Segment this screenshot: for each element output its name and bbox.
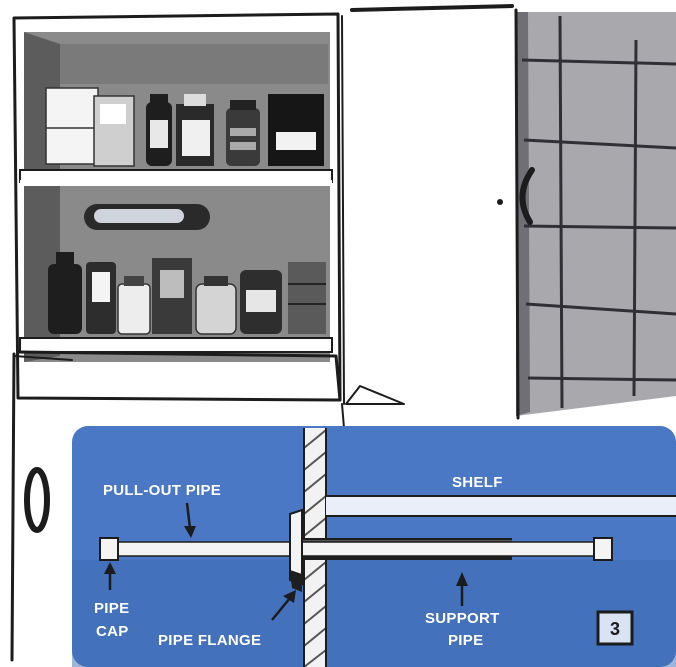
- shelf-board: [326, 496, 676, 516]
- pipe-detail-inset: PULL-OUT PIPE SHELF PIPE CAP PIPE FLANGE…: [72, 426, 676, 667]
- label-pipe-cap-line1: PIPE: [94, 600, 129, 617]
- pull-out-pipe: [112, 542, 602, 556]
- figure-number: 3: [610, 619, 620, 639]
- medicine-cabinet: [14, 14, 340, 400]
- label-pipe-cap-line2: CAP: [96, 623, 129, 640]
- cabinet-door: [342, 6, 512, 404]
- label-support-pipe-line1: SUPPORT: [425, 610, 500, 627]
- label-pipe-flange: PIPE FLANGE: [158, 632, 261, 649]
- label-shelf: SHELF: [452, 474, 503, 491]
- label-support-pipe-line2: PIPE: [448, 632, 483, 649]
- pipe-cap-left: [100, 538, 118, 560]
- figure-number-badge: 3: [598, 612, 632, 644]
- tiled-mirror-door: [516, 10, 676, 418]
- pipe-cap-right: [594, 538, 612, 560]
- pipe-flange: [290, 510, 302, 592]
- label-pull-out-pipe: PULL-OUT PIPE: [103, 482, 221, 499]
